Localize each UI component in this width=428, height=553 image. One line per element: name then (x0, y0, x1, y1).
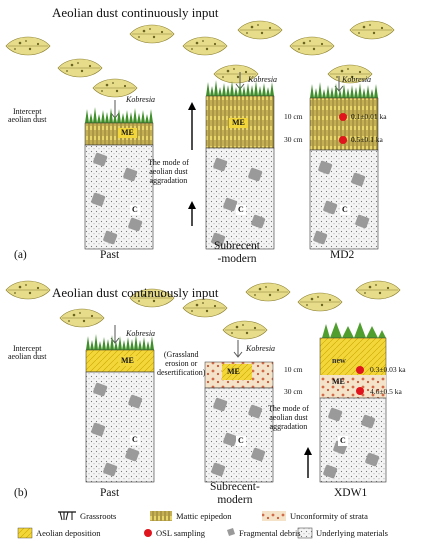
column-a-md2 (309, 76, 379, 250)
legend-debris: Fragmental debris (239, 528, 301, 538)
legend-unconformity: Unconformity of strata (290, 511, 368, 521)
erosion-label-b: (Grassland erosion or desertification) (157, 350, 206, 378)
mode-label-a: The mode of aeolian dust aggradation (148, 158, 189, 186)
mode-label-b: The mode of aeolian dust aggradation (268, 404, 309, 432)
caption-a3: MD2 (330, 249, 355, 261)
depth-a-10: 10 cm (284, 112, 303, 121)
underlying-icon (297, 527, 313, 539)
depth-a-30: 30 cm (284, 135, 303, 144)
c-a3: C (340, 205, 350, 215)
caption-b3: XDW1 (334, 487, 368, 499)
intercept-label-b: Intercept aeolian dust (8, 344, 47, 361)
column-a-past (84, 100, 154, 250)
legend-grassroots: Grassroots (80, 511, 117, 521)
depth-b-10: 10 cm (284, 365, 303, 374)
column-a-subrecent (205, 72, 275, 250)
column-b-subrecent (204, 340, 274, 483)
panel-label-b: (b) (14, 487, 28, 499)
depth-b-30: 30 cm (284, 387, 303, 396)
header-a: Aeolian dust continuously input (52, 5, 219, 20)
me-b1: ME (118, 356, 137, 366)
intercept-label-a: Intercept aeolian dust (8, 107, 47, 124)
me-b2: ME (227, 367, 240, 376)
caption-a2: Subrecent -modern (214, 240, 260, 265)
new-b3: new (332, 356, 346, 365)
age-b-2: 4.6±0.5 ka (370, 387, 402, 396)
legend-underlying: Underlying materials (316, 528, 388, 538)
kobresia-b1: Kobresia (126, 329, 156, 338)
age-a-1: 0.1±0.01 ka (351, 112, 387, 121)
unconformity-icon (262, 511, 286, 521)
column-b-xdw1 (319, 322, 387, 483)
column-b-past (85, 325, 155, 483)
grassroots-icon (58, 511, 76, 521)
me-b3: ME (332, 377, 345, 386)
c-b2: C (236, 436, 246, 446)
kobresia-a2: Kobresia (248, 75, 278, 84)
legend-mattic: Mattic epipedon (176, 511, 232, 521)
panel-label-a: (a) (14, 249, 27, 261)
c-b1: C (130, 435, 140, 445)
caption-b1: Past (100, 487, 120, 499)
grass-a1 (85, 107, 153, 123)
me-a2: ME (229, 118, 248, 128)
legend-aeolian: Aeolian deposition (36, 528, 101, 538)
osl-dot-b1 (356, 366, 364, 374)
legend-symbols (17, 511, 313, 539)
age-b-1: 0.3±0.03 ka (370, 365, 406, 374)
osl-dot-a1 (339, 113, 347, 121)
c-a1: C (130, 205, 140, 215)
me-a1: ME (118, 128, 137, 138)
osl-dot-a2 (339, 136, 347, 144)
aeolian-icon (17, 527, 33, 539)
kobresia-b2: Kobresia (246, 344, 276, 353)
caption-a1: Past (100, 249, 120, 261)
debris-icon (227, 528, 235, 536)
kobresia-a3: Kobresia (342, 75, 372, 84)
c-b3: C (338, 436, 348, 446)
c-a2: C (236, 205, 246, 215)
kobresia-a1: Kobresia (126, 95, 156, 104)
osl-dot-b2 (356, 387, 364, 395)
age-a-2: 0.5±0.1 ka (351, 135, 383, 144)
mattic-icon (150, 511, 172, 521)
legend-osl: OSL sampling (156, 528, 206, 538)
header-b: Aeolian dust continuously input (52, 285, 219, 300)
caption-b2: Subrecent- modern (210, 481, 260, 506)
osl-icon (144, 529, 152, 537)
